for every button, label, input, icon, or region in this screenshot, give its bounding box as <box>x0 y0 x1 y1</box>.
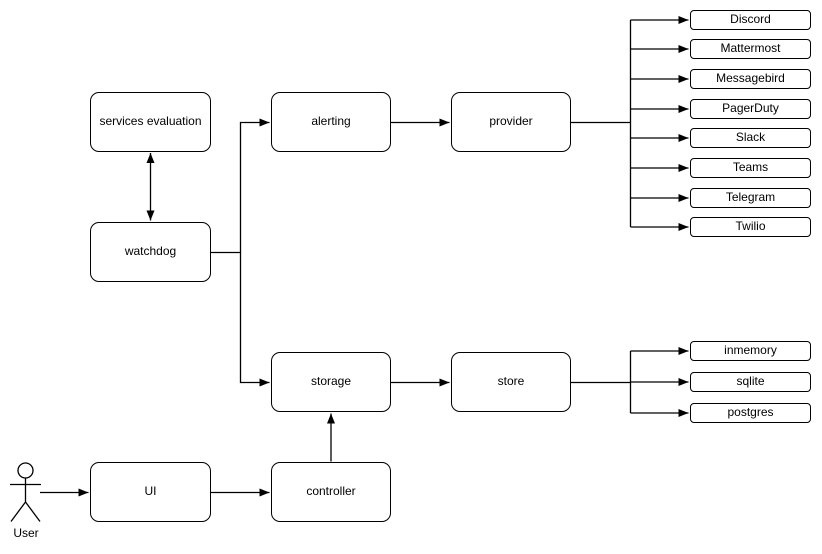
node-ui: UI <box>90 462 211 522</box>
edge-provider-fan-trunk <box>571 20 632 227</box>
node-provider-slack: Slack <box>690 128 811 148</box>
node-provider-twilio: Twilio <box>690 217 811 237</box>
node-store: store <box>451 352 571 412</box>
edge-watchdog-alerting <box>211 118 270 254</box>
node-storage-label: storage <box>310 374 352 389</box>
node-provider-mattermost-label: Mattermost <box>720 41 781 56</box>
node-watchdog: watchdog <box>90 222 211 282</box>
node-provider-telegram-label: Telegram <box>725 190 776 205</box>
node-store-sqlite-label: sqlite <box>736 374 765 389</box>
node-provider-label: provider <box>489 114 533 129</box>
node-provider-messagebird-label: Messagebird <box>716 71 785 86</box>
node-store-sqlite: sqlite <box>690 372 811 392</box>
node-controller: controller <box>271 462 391 522</box>
node-provider-discord: Discord <box>690 10 811 30</box>
node-provider-pagerduty: PagerDuty <box>690 99 811 119</box>
node-provider-discord-label: Discord <box>730 12 771 27</box>
node-storage: storage <box>271 352 391 412</box>
node-store-label: store <box>497 374 525 389</box>
node-provider: provider <box>451 92 571 152</box>
node-services-evaluation: services evaluation <box>90 92 211 152</box>
node-store-inmemory: inmemory <box>690 341 811 361</box>
node-controller-label: controller <box>306 484 356 499</box>
node-services-evaluation-label: services evaluation <box>99 114 202 129</box>
node-store-postgres: postgres <box>690 403 811 423</box>
user-actor-label: User <box>13 526 39 540</box>
node-store-postgres-label: postgres <box>727 405 774 420</box>
node-provider-messagebird: Messagebird <box>690 69 811 89</box>
node-provider-telegram: Telegram <box>690 188 811 208</box>
edge-store-fan-trunk <box>571 351 632 413</box>
node-watchdog-label: watchdog <box>124 244 177 259</box>
node-alerting-label: alerting <box>311 114 351 129</box>
node-ui-label: UI <box>144 484 157 499</box>
node-provider-teams: Teams <box>690 158 811 178</box>
user-actor-icon <box>10 462 41 522</box>
node-provider-teams-label: Teams <box>732 160 769 175</box>
node-store-inmemory-label: inmemory <box>724 343 777 358</box>
node-alerting: alerting <box>271 92 391 152</box>
edge-watchdog-storage <box>239 252 270 387</box>
node-provider-pagerduty-label: PagerDuty <box>722 101 779 116</box>
node-provider-slack-label: Slack <box>735 130 766 145</box>
node-provider-mattermost: Mattermost <box>690 39 811 59</box>
node-provider-twilio-label: Twilio <box>735 219 766 234</box>
